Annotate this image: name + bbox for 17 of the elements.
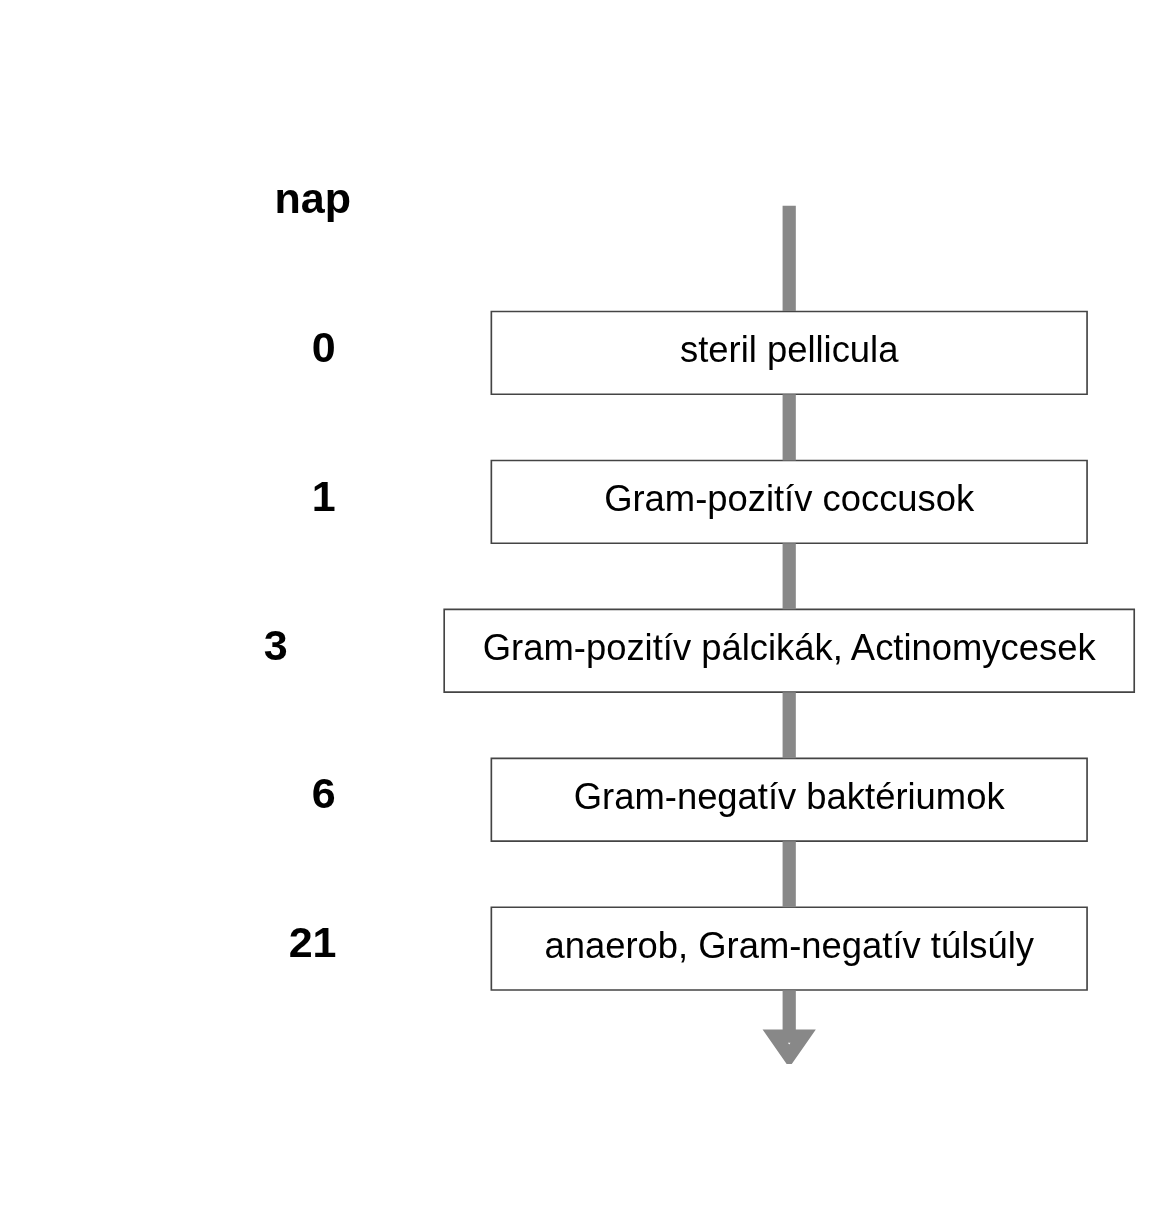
connector — [782, 205, 796, 311]
node-label: 3 — [263, 620, 288, 669]
node-box: Gram-pozitív pálcikák, Actinomycesek — [443, 608, 1136, 693]
connector — [782, 841, 796, 908]
connector — [782, 543, 796, 610]
node-label: 0 — [311, 322, 336, 371]
node-label: 6 — [311, 769, 336, 818]
connector — [782, 394, 796, 461]
node-label: 21 — [288, 918, 337, 967]
node-box: anaerob, Gram-negatív túlsúly — [490, 906, 1088, 991]
node-box: Gram-negatív baktériumok — [490, 757, 1088, 842]
arrow — [762, 990, 816, 1064]
node-box: steril pellicula — [490, 310, 1088, 396]
label: nap — [274, 173, 352, 222]
node-label: 1 — [311, 471, 336, 520]
node-box: Gram-pozitív coccusok — [490, 459, 1088, 545]
connector — [782, 692, 796, 759]
